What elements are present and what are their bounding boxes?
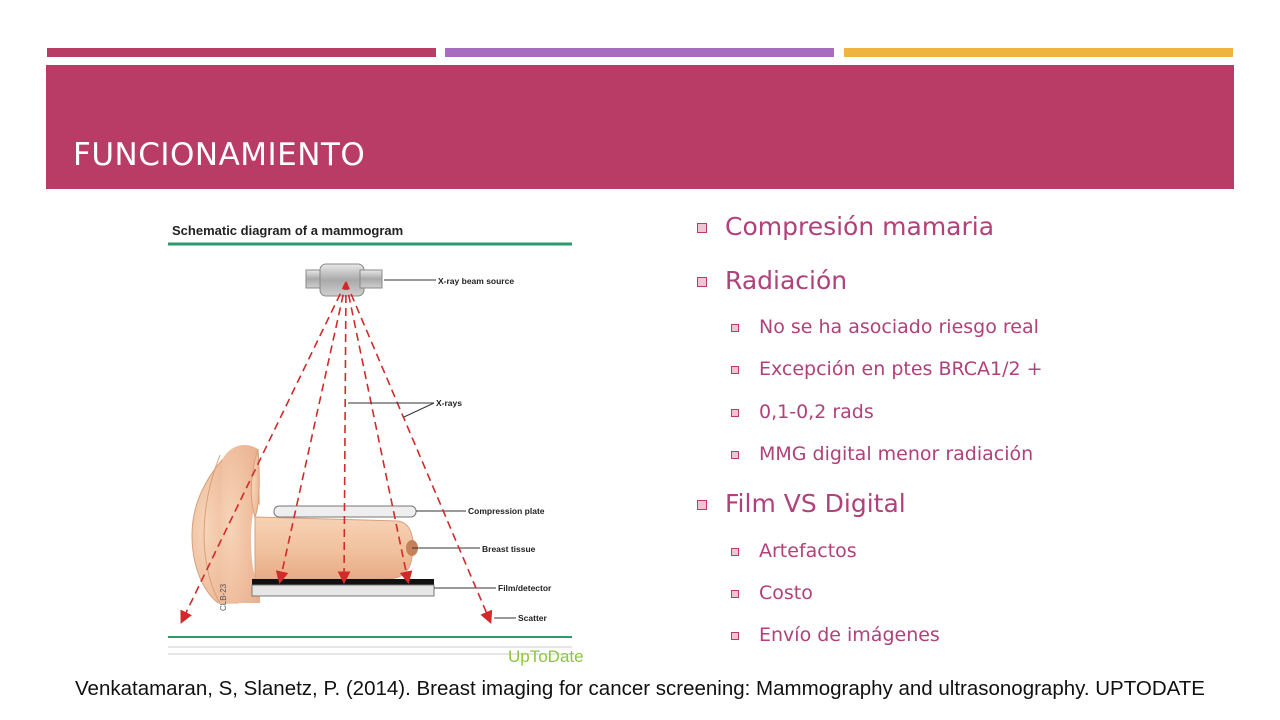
sub-bullet-item: Excepción en ptes BRCA1/2 + bbox=[695, 358, 1043, 380]
square-bullet-icon bbox=[731, 590, 739, 598]
label-tissue: Breast tissue bbox=[482, 544, 536, 554]
square-bullet-icon bbox=[731, 548, 739, 556]
sub-bullet-item: Costo bbox=[695, 582, 813, 604]
bullet-text: Envío de imágenes bbox=[759, 624, 940, 646]
bullet-text: Radiación bbox=[725, 266, 847, 295]
square-bullet-icon bbox=[731, 324, 739, 332]
square-bullet-icon bbox=[697, 500, 707, 510]
mammogram-diagram: Schematic diagram of a mammogram X-ray b… bbox=[160, 205, 610, 670]
bullet-text: No se ha asociado riesgo real bbox=[759, 316, 1039, 338]
label-xrays: X-rays bbox=[436, 398, 462, 408]
bullet-item: Compresión mamaria bbox=[695, 212, 994, 241]
square-bullet-icon bbox=[731, 632, 739, 640]
bullet-text: Compresión mamaria bbox=[725, 212, 994, 241]
square-bullet-icon bbox=[697, 277, 707, 287]
title-bar: FUNCIONAMIENTO bbox=[46, 65, 1234, 189]
bullet-text: Artefactos bbox=[759, 540, 857, 562]
bullet-text: Excepción en ptes BRCA1/2 + bbox=[759, 358, 1043, 380]
label-source: X-ray beam source bbox=[438, 276, 514, 286]
accent-bar-gold bbox=[844, 48, 1233, 57]
accent-bar-purple bbox=[445, 48, 834, 57]
diagram-svg: Schematic diagram of a mammogram X-ray b… bbox=[160, 205, 610, 670]
film-detector bbox=[252, 579, 434, 585]
square-bullet-icon bbox=[731, 409, 739, 417]
sub-bullet-item: Envío de imágenes bbox=[695, 624, 940, 646]
sub-bullet-item: 0,1-0,2 rads bbox=[695, 401, 874, 423]
bullet-text: Film VS Digital bbox=[725, 489, 906, 518]
bullet-text: MMG digital menor radiación bbox=[759, 443, 1033, 465]
citation: Venkatamaran, S, Slanetz, P. (2014). Bre… bbox=[0, 677, 1280, 701]
square-bullet-icon bbox=[697, 223, 707, 233]
bullet-item: Radiación bbox=[695, 266, 847, 295]
sub-bullet-item: MMG digital menor radiación bbox=[695, 443, 1033, 465]
accent-bar-red bbox=[47, 48, 436, 57]
bullet-item: Film VS Digital bbox=[695, 489, 906, 518]
uptodate-logo: UpToDate bbox=[508, 647, 584, 666]
sub-bullet-item: No se ha asociado riesgo real bbox=[695, 316, 1039, 338]
label-scatter: Scatter bbox=[518, 613, 548, 623]
label-plate: Compression plate bbox=[468, 506, 545, 516]
bullet-text: 0,1-0,2 rads bbox=[759, 401, 874, 423]
bullet-text: Costo bbox=[759, 582, 813, 604]
square-bullet-icon bbox=[731, 451, 739, 459]
xray-tube-icon bbox=[306, 264, 382, 296]
square-bullet-icon bbox=[731, 366, 739, 374]
slide-title: FUNCIONAMIENTO bbox=[73, 137, 365, 173]
label-film: Film/detector bbox=[498, 583, 552, 593]
artist-mark: CLB-23 bbox=[219, 583, 228, 611]
sub-bullet-item: Artefactos bbox=[695, 540, 857, 562]
diagram-heading: Schematic diagram of a mammogram bbox=[172, 223, 403, 238]
